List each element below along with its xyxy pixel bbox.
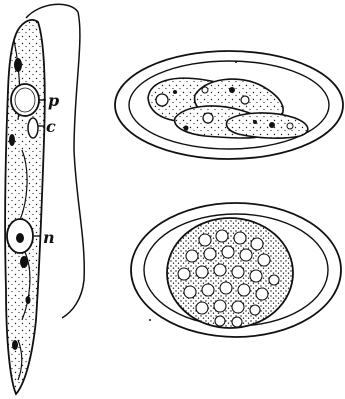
label-p: p — [48, 91, 59, 110]
elongated-cell — [5, 4, 84, 394]
structure-c — [28, 118, 38, 138]
cyst-with-spore-mass — [131, 203, 341, 337]
label-n: n — [43, 228, 55, 247]
cyst-with-organisms — [115, 51, 343, 159]
label-c: c — [46, 117, 56, 136]
cell-body — [5, 20, 45, 394]
